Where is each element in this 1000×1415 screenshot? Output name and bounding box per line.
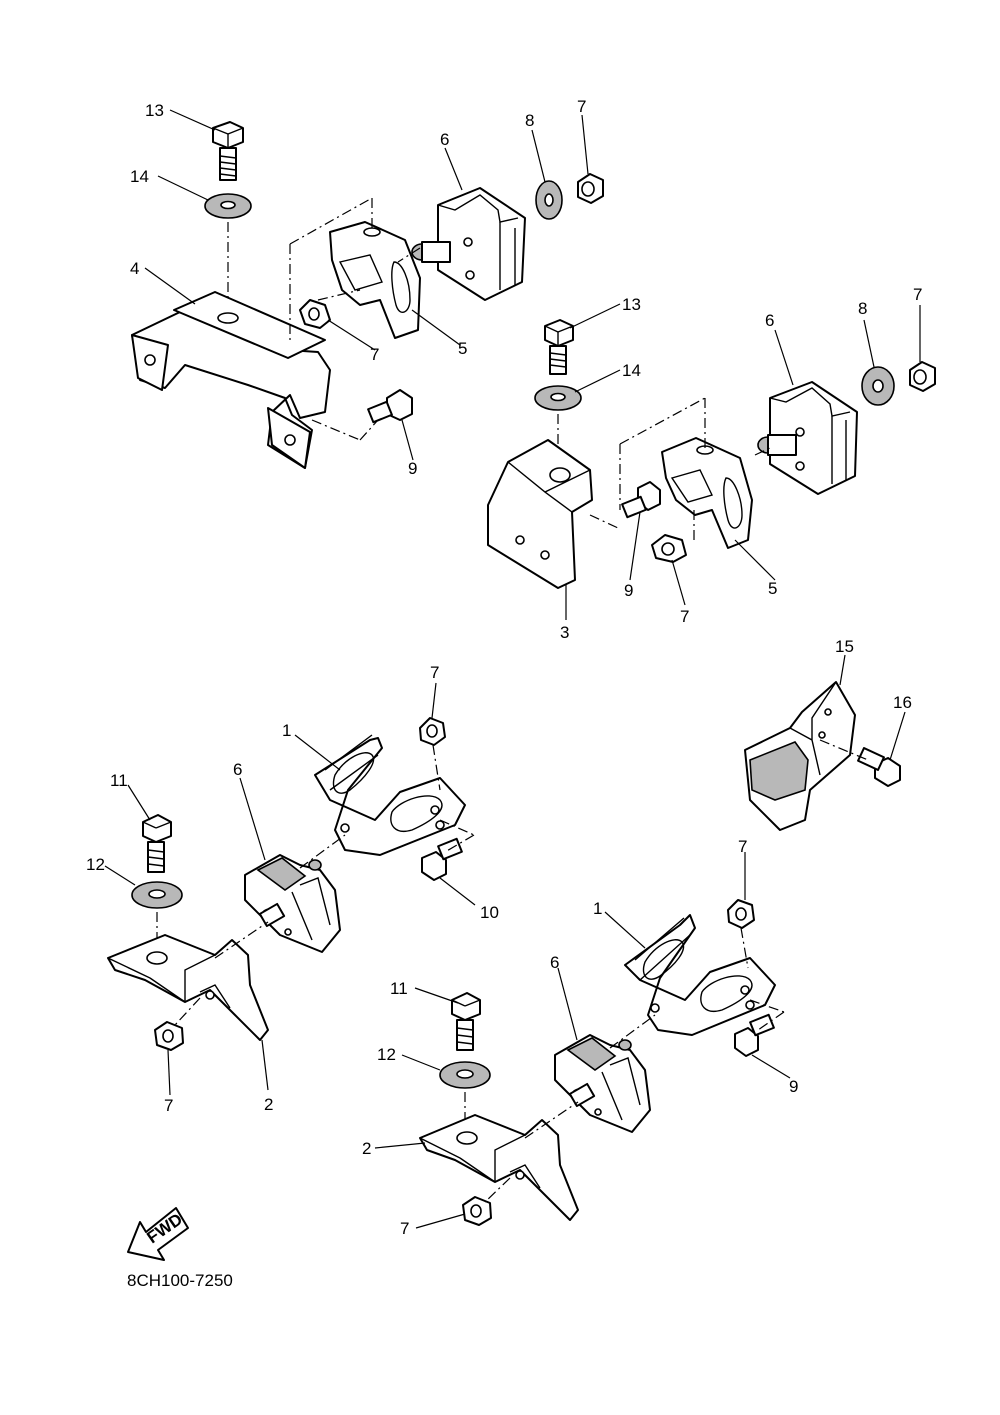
- callout-7-upper-left-bracket: 7: [370, 345, 379, 364]
- washer-12-lower-right: [439, 1061, 491, 1089]
- callout-12-middle-left: 12: [86, 855, 105, 874]
- bracket-1-middle-left: [314, 734, 466, 856]
- callout-4: 4: [130, 259, 139, 278]
- callout-6-upper-right: 6: [765, 311, 774, 330]
- callout-8-upper-left: 8: [525, 111, 534, 130]
- nut-7-middle-left-bottom: [154, 1021, 184, 1051]
- callout-14-upper-right: 14: [622, 361, 641, 380]
- nut-7-upper-right-lower: [651, 534, 687, 563]
- bolt-13-upper-left: [212, 121, 244, 181]
- callout-1-middle-left: 1: [282, 721, 291, 740]
- mount-6-upper-right: [757, 381, 858, 495]
- nut-7-bracket-5: [299, 299, 331, 329]
- callout-6-upper-left: 6: [440, 130, 449, 149]
- bracket-5-upper-left: [329, 221, 421, 339]
- callout-9-lower-right: 9: [789, 1077, 798, 1096]
- callout-11-lower-right: 11: [390, 979, 408, 998]
- callout-7-middle-left-bottom: 7: [164, 1096, 173, 1115]
- callout-2-lower-right: 2: [362, 1139, 371, 1158]
- washer-8-upper-right: [861, 366, 895, 406]
- fwd-arrow-icon: FWD: [127, 1207, 189, 1261]
- callout-13-upper-right: 13: [622, 295, 641, 314]
- middle-left-assembly: [107, 717, 475, 1051]
- washer-14-upper-right: [534, 385, 582, 411]
- nut-7-middle-left-top: [419, 717, 446, 746]
- callout-5-upper-right: 5: [768, 579, 777, 598]
- bolt-9-lower-right: [734, 1013, 775, 1057]
- callout-6-lower-right: 6: [550, 953, 559, 972]
- upper-left-assembly: [131, 121, 604, 469]
- bolt-11-middle-left: [142, 814, 172, 873]
- callout-7-upper-right-lower: 7: [680, 607, 689, 626]
- bracket-5-upper-right: [661, 437, 753, 549]
- washer-14-upper-left: [204, 193, 252, 219]
- callout-7-lower-right-bottom: 7: [400, 1219, 409, 1238]
- nut-7-upper-left: [577, 173, 604, 204]
- nut-7-lower-right-bottom: [462, 1196, 492, 1226]
- callout-15: 15: [835, 637, 854, 656]
- callout-11-middle-left: 11: [110, 771, 128, 790]
- callout-7-lower-right-top: 7: [738, 837, 747, 856]
- callout-2-middle-left: 2: [264, 1095, 273, 1114]
- mount-6-lower-right: [554, 1034, 651, 1133]
- washer-12-middle-left: [131, 881, 183, 909]
- bracket-2-lower-right: [419, 1114, 579, 1221]
- callout-12-lower-right: 12: [377, 1045, 396, 1064]
- callout-9-upper-left: 9: [408, 459, 417, 478]
- nut-7-upper-right: [909, 361, 936, 392]
- bracket-1-lower-right: [624, 914, 776, 1036]
- part-15-assembly: [744, 681, 901, 831]
- callout-labels: 13 14 4 6 8 7 5 7 9 13 14 6 8 7 3 9 7 5 …: [86, 97, 922, 1238]
- callout-9-upper-right: 9: [624, 581, 633, 600]
- diagram-part-code: 8CH100-7250: [127, 1271, 233, 1290]
- callout-leaders: [104, 109, 921, 1229]
- callout-8-upper-right: 8: [858, 299, 867, 318]
- mount-6-middle-left: [244, 854, 341, 953]
- bracket-4: [131, 291, 331, 469]
- bolt-13-upper-right: [544, 319, 574, 375]
- callout-5-upper-left: 5: [458, 339, 467, 358]
- washer-8-upper-left: [535, 180, 563, 220]
- callout-7-middle-left-top: 7: [430, 663, 439, 682]
- nut-7-lower-right-top: [727, 899, 755, 929]
- bolt-9-upper-right: [621, 481, 661, 519]
- callout-16: 16: [893, 693, 912, 712]
- bolt-11-lower-right: [451, 992, 481, 1051]
- callout-10: 10: [480, 903, 499, 922]
- callout-7-upper-right-nut: 7: [913, 285, 922, 304]
- callout-13-upper-left: 13: [145, 101, 164, 120]
- callout-14-upper-left: 14: [130, 167, 149, 186]
- callout-6-middle-left: 6: [233, 760, 242, 779]
- bolt-9-upper-left: [367, 389, 413, 424]
- bracket-2-middle-left: [107, 934, 269, 1041]
- stopper-15: [744, 681, 856, 831]
- lower-right-assembly: [419, 899, 785, 1226]
- upper-right-assembly: [487, 319, 936, 589]
- mount-6-upper-left: [411, 187, 526, 301]
- bolt-16: [857, 747, 901, 787]
- callout-1-lower-right: 1: [593, 899, 602, 918]
- callout-7-upper-left-nut: 7: [577, 97, 586, 116]
- bracket-3: [487, 439, 593, 589]
- callout-3: 3: [560, 623, 569, 642]
